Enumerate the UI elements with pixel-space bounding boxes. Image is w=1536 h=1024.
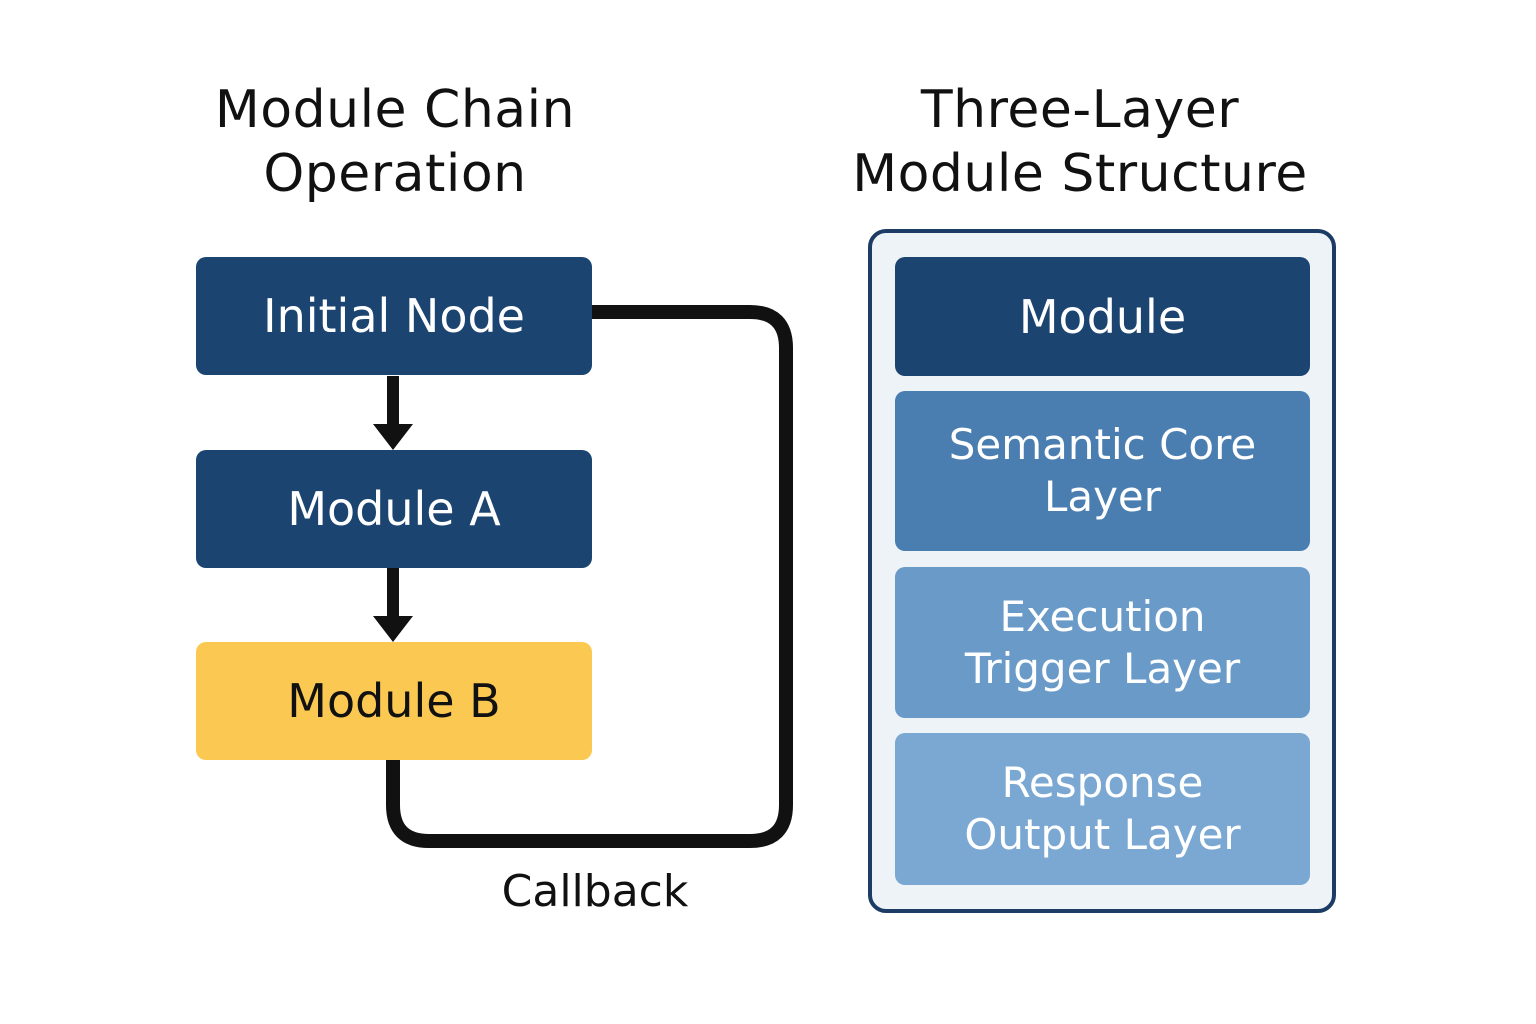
- layer-response-output: Response Output Layer: [895, 733, 1310, 885]
- module-chain-title-line-1: Module Chain: [214, 80, 576, 140]
- initial-node-label: Initial Node: [263, 289, 525, 343]
- layer-execution-trigger: Execution Trigger Layer: [895, 567, 1310, 718]
- module-chain-title-line-2: Operation: [263, 144, 527, 204]
- three-layer-title-line-1: Three-Layer: [920, 80, 1240, 140]
- module-a-box: Module A: [196, 450, 592, 568]
- layer-module-label: Module: [1018, 289, 1187, 344]
- layer-semantic-core-line-1: Semantic Core: [948, 420, 1257, 469]
- module-b-label: Module B: [287, 674, 501, 728]
- callback-loop-line: [386, 305, 793, 848]
- layer-response-output-line-1: Response: [1001, 758, 1204, 807]
- callback-label: Callback: [501, 866, 689, 917]
- three-layer-title-line-2: Module Structure: [852, 144, 1308, 204]
- layer-response-output-line-2: Output Layer: [964, 810, 1241, 859]
- arrowhead-initial-to-module-a: [373, 424, 413, 450]
- layer-execution-trigger-line-1: Execution: [999, 591, 1206, 641]
- initial-node-box: Initial Node: [196, 257, 592, 375]
- layer-module: Module: [895, 257, 1310, 376]
- layer-execution-trigger-line-2: Trigger Layer: [964, 643, 1241, 693]
- module-b-box: Module B: [196, 642, 592, 760]
- layer-semantic-core: Semantic Core Layer: [895, 391, 1310, 551]
- three-layer-title: Three-Layer Module Structure: [830, 78, 1330, 206]
- arrowhead-module-a-to-module-b: [373, 616, 413, 642]
- module-a-label: Module A: [287, 482, 501, 536]
- layer-semantic-core-line-2: Layer: [1043, 472, 1162, 521]
- module-chain-title: Module Chain Operation: [170, 78, 620, 206]
